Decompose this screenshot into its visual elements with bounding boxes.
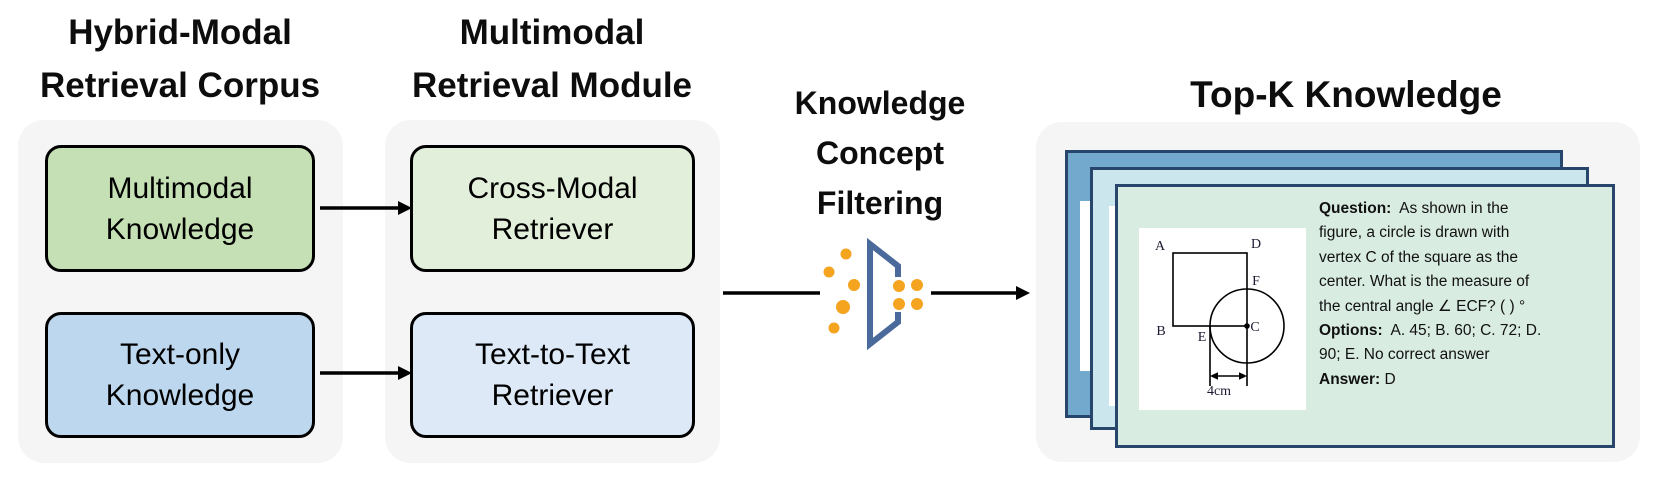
- text-only-knowledge-label-line2: Knowledge: [105, 379, 255, 412]
- label-a: A: [1155, 239, 1166, 254]
- filtering-title-line1: Knowledge: [794, 85, 966, 121]
- dimension-arrow: [1210, 372, 1247, 380]
- module-panel: Cross-Modal Retriever Text-to-Text Retri…: [385, 120, 720, 463]
- filtering-title-line3: Filtering: [816, 185, 944, 221]
- qa-line: Answer: D: [1319, 370, 1396, 388]
- text-only-knowledge-label-line1: Text-only: [119, 338, 241, 371]
- filtering-title-line2: Concept: [816, 135, 944, 171]
- text-only-knowledge-box: Text-only Knowledge: [45, 312, 315, 438]
- text-to-text-retriever-label-line1: Text-to-Text: [474, 338, 631, 371]
- label-d: D: [1251, 237, 1261, 252]
- qa-line: 90; E. No correct answer: [1319, 346, 1490, 364]
- qa-line: vertex C of the square as the: [1319, 248, 1519, 266]
- qa-line: Question: As shown in the: [1319, 200, 1509, 217]
- label-b: B: [1156, 324, 1165, 339]
- topk-panel: A D B E C F 4cm Question: As shown in th…: [1036, 122, 1640, 462]
- cross-modal-retriever-label-line1: Cross-Modal: [467, 171, 638, 205]
- qa-line: figure, a circle is drawn with: [1319, 224, 1510, 242]
- corpus-title: Hybrid-Modal Retrieval Corpus: [0, 6, 360, 112]
- label-4cm: 4cm: [1207, 384, 1231, 399]
- corpus-title-line1: Hybrid-Modal: [68, 13, 292, 52]
- geometry-figure: A D B E C F 4cm: [1139, 228, 1306, 410]
- filtering-title: Knowledge Concept Filtering: [755, 78, 1005, 228]
- module-title: Multimodal Retrieval Module: [372, 6, 732, 112]
- multimodal-knowledge-label-line1: Multimodal: [107, 171, 253, 205]
- knowledge-card-front: A D B E C F 4cm Question: As shown in th…: [1115, 184, 1615, 448]
- corpus-title-line2: Retrieval Corpus: [39, 66, 321, 105]
- text-to-text-retriever-box: Text-to-Text Retriever: [410, 312, 695, 438]
- question-text-block: Question: As shown in the figure, a circ…: [1319, 197, 1615, 392]
- topk-title: Top-K Knowledge: [1190, 74, 1502, 115]
- funnel-icon: [867, 237, 901, 350]
- text-to-text-retriever-label-line2: Retriever: [491, 379, 614, 412]
- geometry-figure-svg: A D B E C F 4cm: [1155, 237, 1285, 399]
- filtered-dots: [893, 279, 923, 310]
- module-title-line2: Retrieval Module: [411, 66, 693, 105]
- label-e: E: [1198, 330, 1207, 345]
- label-c: C: [1250, 320, 1259, 335]
- cross-modal-retriever-label-line2: Retriever: [491, 212, 614, 246]
- center-point-c: [1244, 323, 1250, 329]
- corpus-panel: Multimodal Knowledge Text-only Knowledge: [18, 120, 343, 463]
- qa-line: the central angle ∠ ECF? ( ) °: [1319, 297, 1526, 315]
- multimodal-knowledge-label-line2: Knowledge: [105, 212, 255, 246]
- cross-modal-retriever-box: Cross-Modal Retriever: [410, 145, 695, 272]
- module-title-line1: Multimodal: [459, 13, 645, 52]
- qa-line: Options: A. 45; B. 60; C. 72; D.: [1319, 322, 1542, 340]
- arrow-filter-to-topk: [931, 286, 1030, 300]
- square-abcd: [1172, 252, 1248, 327]
- multimodal-knowledge-box: Multimodal Knowledge: [45, 145, 315, 272]
- concept-filter-icon: [823, 237, 923, 350]
- label-f: F: [1252, 274, 1260, 289]
- qa-line: center. What is the measure of: [1319, 273, 1530, 291]
- unfiltered-dots: [823, 248, 860, 334]
